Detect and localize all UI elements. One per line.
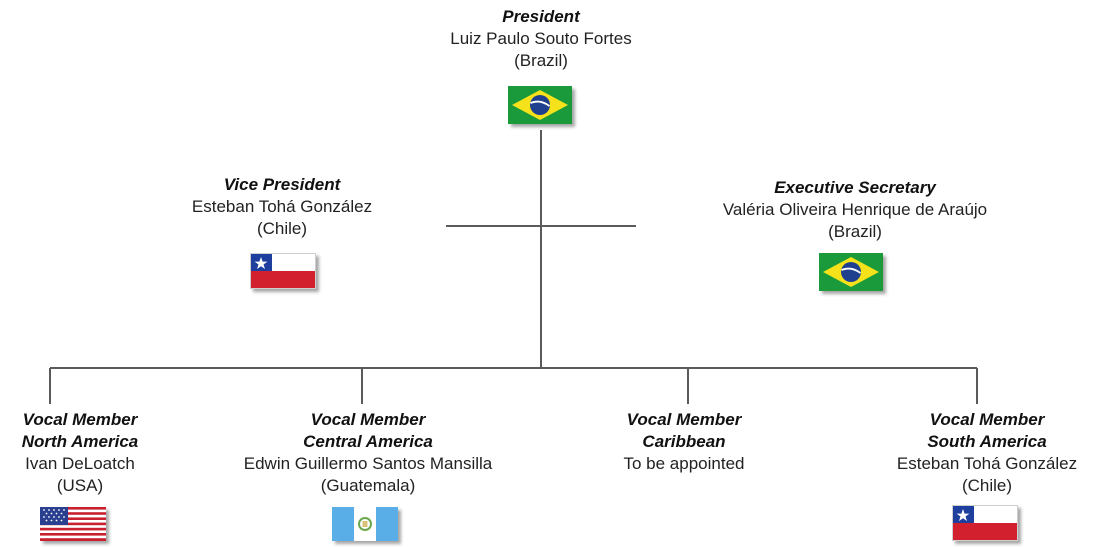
brazil-flag [508, 86, 572, 124]
vocal-member-role: Vocal Member [929, 410, 1045, 429]
vocal-member-role: Vocal Member [310, 410, 426, 429]
vocal-member-region: Central America [303, 432, 433, 451]
executive-secretary-node: Executive Secretary Valéria Oliveira Hen… [723, 177, 987, 243]
vice-president-country: (Chile) [256, 219, 308, 238]
usa-flag [40, 507, 106, 541]
vocal-member-name: Edwin Guillermo Santos Mansilla [243, 454, 493, 473]
brazil-flag [819, 253, 883, 291]
executive-secretary-role: Executive Secretary [774, 178, 936, 197]
chile-flag [250, 253, 316, 289]
vocal-member-region: South America [927, 432, 1047, 451]
vice-president-role: Vice President [223, 175, 341, 194]
vocal-member-region: North America [21, 432, 139, 451]
vocal-member-name: To be appointed [623, 454, 745, 473]
president-role: President [502, 7, 580, 26]
executive-secretary-country: (Brazil) [828, 222, 882, 241]
vocal-member-country: (Chile) [961, 476, 1013, 495]
president-node: President Luiz Paulo Souto Fortes (Brazi… [450, 6, 631, 72]
vocal-member-role: Vocal Member [22, 410, 138, 429]
president-country: (Brazil) [514, 51, 568, 70]
vocal-member-node-caribbean: Vocal Member Caribbean To be appointed [624, 409, 745, 475]
vocal-member-name: Ivan DeLoatch [25, 454, 135, 473]
vocal-member-role: Vocal Member [626, 410, 742, 429]
vocal-member-node-south-america: Vocal Member South America Esteban Tohá … [897, 409, 1077, 497]
executive-secretary-name: Valéria Oliveira Henrique de Araújo [722, 200, 988, 219]
vocal-member-country: (USA) [56, 476, 104, 495]
president-name: Luiz Paulo Souto Fortes [450, 29, 632, 48]
guatemala-flag [332, 507, 398, 541]
vocal-member-name: Esteban Tohá González [896, 454, 1078, 473]
vocal-member-country: (Guatemala) [320, 476, 416, 495]
chile-flag [952, 505, 1018, 541]
vocal-member-node-north-america: Vocal Member North America Ivan DeLoatch… [22, 409, 139, 497]
vice-president-node: Vice President Esteban Tohá González (Ch… [192, 174, 372, 240]
vocal-member-region: Caribbean [642, 432, 726, 451]
vice-president-name: Esteban Tohá González [191, 197, 373, 216]
vocal-member-node-central-america: Vocal Member Central America Edwin Guill… [244, 409, 493, 497]
